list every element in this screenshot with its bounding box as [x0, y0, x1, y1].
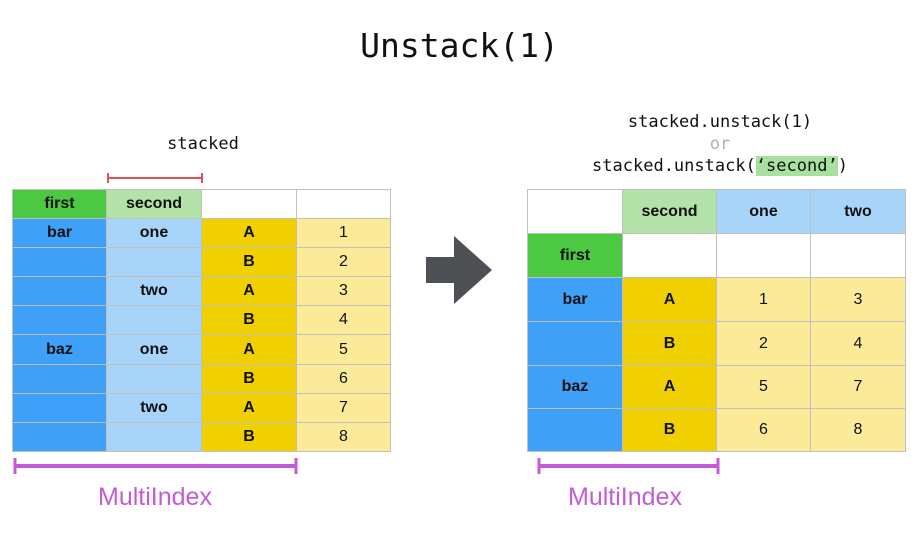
or-separator: or: [709, 134, 731, 154]
value-cell: 7: [296, 393, 391, 423]
code-unstack-level: stacked.unstack(1): [627, 112, 813, 132]
index-first: bar: [527, 277, 623, 322]
index-inner: B: [622, 321, 717, 366]
right-multiindex-bracket: [537, 458, 720, 474]
index-second: [106, 422, 202, 452]
column-header: one: [716, 189, 811, 234]
columns-level-name: second: [622, 189, 717, 234]
value-cell: 5: [296, 334, 391, 365]
value-cell: 3: [296, 276, 391, 306]
index-first: [12, 364, 107, 394]
index-inner: A: [201, 276, 297, 306]
column-header: two: [810, 189, 906, 234]
index-inner: B: [201, 422, 297, 452]
index-inner: A: [201, 218, 297, 248]
index-inner: A: [622, 277, 717, 322]
index-inner: A: [201, 334, 297, 365]
blank-cell: [622, 233, 717, 278]
value-cell: 8: [810, 408, 906, 452]
index-first: [12, 393, 107, 423]
value-cell: 3: [810, 277, 906, 322]
code-prefix: stacked.unstack(: [592, 156, 756, 176]
header-second: second: [106, 189, 202, 219]
index-second: [106, 247, 202, 277]
index-inner: B: [622, 408, 717, 452]
index-first: baz: [12, 334, 107, 365]
second-level-marker: [107, 173, 203, 183]
blank-cell: [716, 233, 811, 278]
header-first: first: [12, 189, 107, 219]
index-second: [106, 305, 202, 335]
index-first: [527, 408, 623, 452]
corner-blank: [527, 189, 623, 234]
index-first: [12, 305, 107, 335]
value-cell: 5: [716, 365, 811, 409]
index-second: one: [106, 334, 202, 365]
value-cell: 2: [296, 247, 391, 277]
code-unstack-name: stacked.unstack(‘second’): [560, 156, 880, 176]
code-highlighted-arg: ‘second’: [755, 156, 838, 176]
value-cell: 6: [296, 364, 391, 394]
header-blank: [201, 189, 297, 219]
value-cell: 4: [296, 305, 391, 335]
index-inner: B: [201, 364, 297, 394]
header-blank: [296, 189, 391, 219]
value-cell: 4: [810, 321, 906, 366]
blank-cell: [810, 233, 906, 278]
index-inner: A: [201, 393, 297, 423]
index-level-name: first: [527, 233, 623, 278]
diagram-title: Unstack(1): [360, 26, 559, 65]
index-first: bar: [12, 218, 107, 248]
index-second: one: [106, 218, 202, 248]
value-cell: 1: [296, 218, 391, 248]
index-inner: B: [201, 305, 297, 335]
index-first: [12, 422, 107, 452]
value-cell: 7: [810, 365, 906, 409]
index-first: baz: [527, 365, 623, 409]
code-suffix: ): [837, 156, 848, 176]
index-first: [12, 276, 107, 306]
right-arrow-icon: [426, 236, 492, 304]
index-second: two: [106, 393, 202, 423]
left-multiindex-label: MultiIndex: [98, 483, 212, 511]
left-multiindex-bracket: [13, 458, 298, 474]
index-second: two: [106, 276, 202, 306]
value-cell: 6: [716, 408, 811, 452]
index-inner: A: [622, 365, 717, 409]
value-cell: 1: [716, 277, 811, 322]
index-second: [106, 364, 202, 394]
right-multiindex-label: MultiIndex: [568, 483, 682, 511]
index-first: [12, 247, 107, 277]
index-first: [527, 321, 623, 366]
value-cell: 2: [716, 321, 811, 366]
index-inner: B: [201, 247, 297, 277]
stacked-caption: stacked: [167, 134, 239, 154]
value-cell: 8: [296, 422, 391, 452]
